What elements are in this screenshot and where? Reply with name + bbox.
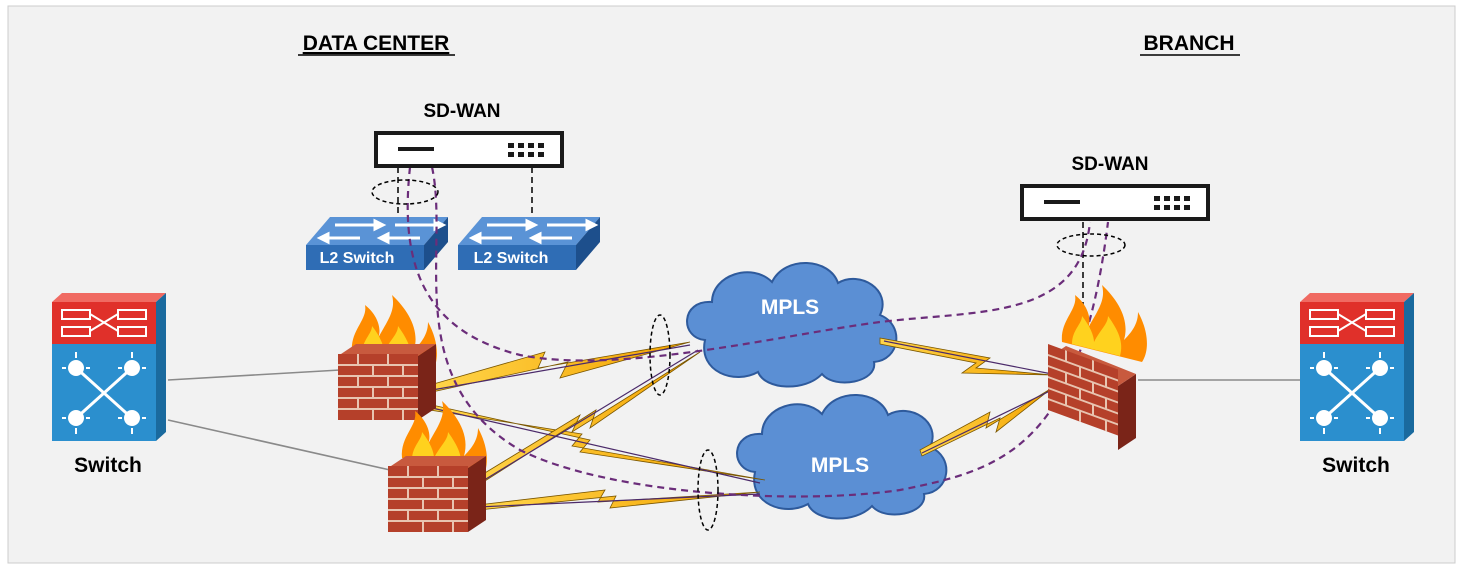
bundle-ellipses bbox=[371, 179, 1126, 531]
dc-core-switch[interactable] bbox=[52, 293, 166, 441]
dc-sdwan-bundle bbox=[371, 179, 439, 205]
wan-link-cores bbox=[431, 340, 1053, 508]
branch-firewall[interactable] bbox=[1048, 285, 1147, 450]
mpls-2-label: MPLS bbox=[811, 454, 869, 477]
l2-switch-1-label: L2 Switch bbox=[320, 250, 395, 267]
tunnel-dc-mpls1-branch bbox=[406, 166, 1092, 362]
mpls-cloud-1[interactable]: MPLS bbox=[686, 262, 898, 388]
data-center-heading: DATA CENTER bbox=[303, 32, 450, 55]
tunnel-dc-mpls2-branch bbox=[430, 166, 1110, 498]
branch-core-switch[interactable] bbox=[1300, 293, 1414, 441]
branch-sdwan-label: SD-WAN bbox=[1071, 154, 1148, 175]
dc-firewall-2[interactable] bbox=[387, 401, 487, 533]
l2-switch-2-label: L2 Switch bbox=[474, 250, 549, 267]
mpls2-bundle bbox=[697, 449, 719, 531]
lan-link-dc-fw1 bbox=[167, 369, 341, 381]
branch-heading: BRANCH bbox=[1144, 32, 1235, 55]
l2-switch-2[interactable]: L2 Switch bbox=[458, 217, 600, 270]
dc-sdwan-label: SD-WAN bbox=[423, 101, 500, 122]
wan-link-fw1-mpls2 bbox=[429, 404, 766, 481]
overlay-tunnels bbox=[406, 166, 1110, 498]
branch-sdwan-bundle bbox=[1056, 233, 1126, 257]
wan-link-fw2-mpls1 bbox=[469, 351, 701, 489]
dc-switch-label: Switch bbox=[74, 454, 142, 477]
branch-sdwan-appliance[interactable] bbox=[1020, 184, 1210, 221]
mpls1-bundle bbox=[649, 314, 671, 396]
wan-link-fw2-mpls2 bbox=[477, 489, 761, 511]
dc-firewall-1[interactable] bbox=[337, 295, 437, 421]
lan-link-dc-fw2 bbox=[167, 419, 391, 471]
l2-switch-1[interactable]: L2 Switch bbox=[306, 217, 448, 270]
mpls-1-label: MPLS bbox=[761, 296, 819, 319]
dc-sdwan-appliance[interactable] bbox=[374, 131, 564, 168]
lan-links bbox=[167, 369, 1300, 471]
branch-switch-label: Switch bbox=[1322, 454, 1390, 477]
dc-sdwan-drops bbox=[397, 167, 1084, 310]
